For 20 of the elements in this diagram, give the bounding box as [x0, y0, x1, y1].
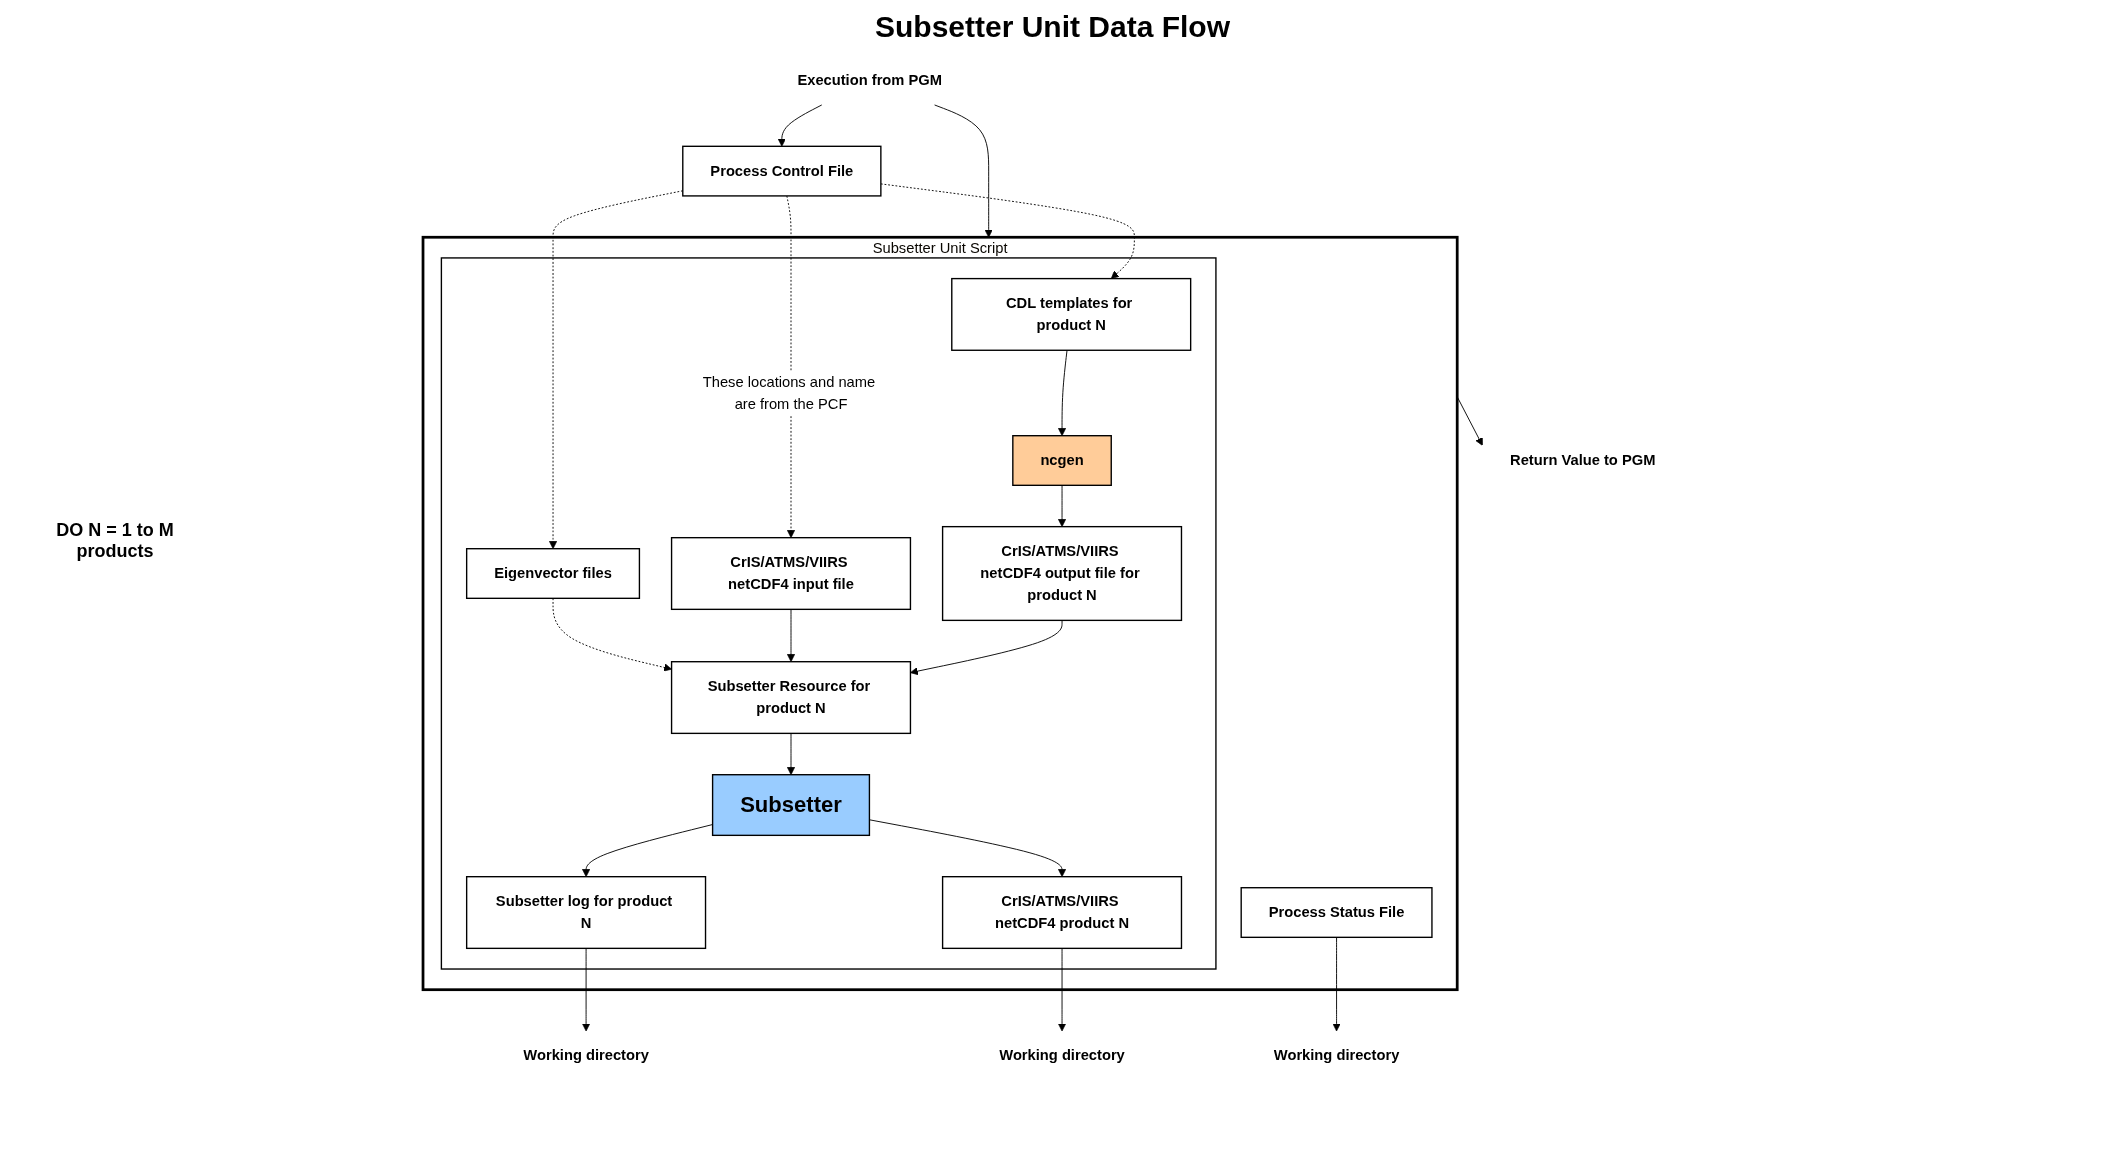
node-box: Process Status File — [1240, 887, 1433, 939]
node-box: CrIS/ATMS/VIIRS netCDF4 product N — [941, 876, 1182, 950]
node-text: Execution from PGM — [796, 71, 942, 88]
node-box: Subsetter — [711, 774, 870, 837]
edge-label: These locations and name are from the PCF — [702, 373, 875, 412]
cluster — [440, 257, 1217, 970]
node-text: Working directory — [998, 1047, 1125, 1064]
node-box: ncgen — [1011, 435, 1112, 486]
node-box: Eigenvector files — [465, 548, 640, 599]
node-text: Working directory — [522, 1047, 649, 1064]
node-box: Process Control File — [681, 145, 882, 197]
node-text: Return Value to PGM — [1509, 452, 1655, 468]
node-box: Subsetter Resource for product N — [670, 661, 911, 735]
node-box: Subsetter log for product N — [465, 876, 706, 950]
loop-note: DO N = 1 to M products — [55, 520, 175, 562]
node-text: Working directory — [1273, 1047, 1399, 1064]
node-box: CrIS/ATMS/VIIRS netCDF4 output file for product N — [941, 525, 1182, 622]
node-box: CDL templates for product N — [950, 277, 1191, 351]
node-box: CrIS/ATMS/VIIRS netCDF4 input file — [670, 537, 911, 611]
diagram-title: Subsetter Unit Data Flow — [873, 10, 1231, 44]
